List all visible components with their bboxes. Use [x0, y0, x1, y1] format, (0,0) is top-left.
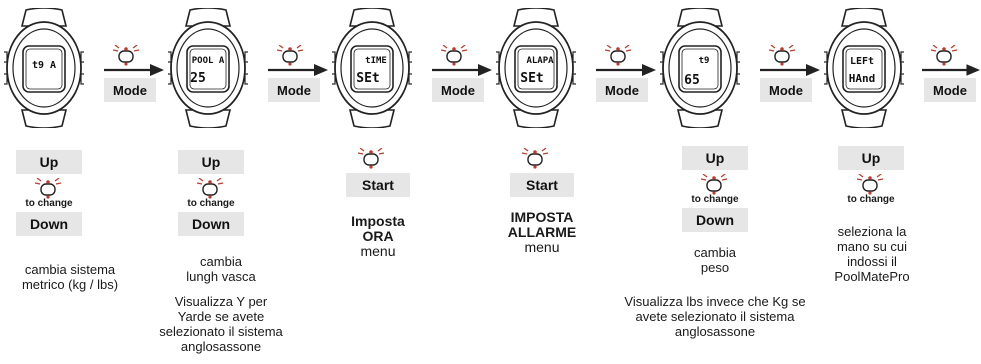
caption-line: peso: [700, 260, 730, 275]
watch-5: t9 65: [660, 8, 740, 128]
watch-3: tIME SEt: [332, 8, 412, 128]
watch-2: POOL A 25: [168, 8, 248, 128]
to-change-label: to change: [187, 198, 235, 209]
watch-1-screen-line1: t9 A: [32, 60, 56, 71]
caption-line: selezionato il sistema: [159, 324, 283, 339]
mode-button[interactable]: Mode: [760, 78, 812, 102]
arrow-icon: [596, 63, 656, 77]
arrow-icon: [760, 63, 820, 77]
watch-5-screen-line2: 65: [684, 73, 700, 88]
mode-button[interactable]: Mode: [104, 78, 156, 102]
caption-line: ALLARME: [507, 224, 577, 240]
to-change-label: to change: [25, 198, 73, 209]
watch-4-screen-line1: ALAPA: [526, 56, 554, 66]
down-button[interactable]: Down: [682, 208, 748, 232]
start-button[interactable]: Start: [510, 173, 574, 197]
caption-line: Imposta: [351, 213, 405, 229]
caption-line: Visualizza lbs invece che Kg se: [624, 294, 806, 309]
caption-line: seleziona la: [837, 224, 907, 239]
press-button-icon: [197, 178, 223, 200]
caption-line: lungh vasca: [186, 269, 256, 284]
caption-weight: cambia peso: [660, 245, 770, 275]
caption-line: IMPOSTA: [510, 209, 574, 225]
caption-metric: cambia sistema metrico (kg / lbs): [0, 262, 140, 292]
to-change-label: to change: [691, 194, 739, 205]
caption-line: avete selezionato il sistema: [635, 309, 795, 324]
arrow-icon: [432, 63, 492, 77]
caption-line: anglosassone: [674, 324, 756, 339]
caption-line: Visualizza Y per: [174, 294, 268, 309]
up-button[interactable]: Up: [682, 146, 748, 170]
watch-6-screen-line2: HAnd: [849, 72, 876, 85]
start-button[interactable]: Start: [346, 173, 410, 197]
caption-hand: seleziona la mano su cui indossi il Pool…: [812, 224, 932, 284]
arrow-icon: [104, 63, 164, 77]
up-button[interactable]: Up: [838, 146, 904, 170]
caption-alarm: IMPOSTA ALLARME menu: [478, 210, 606, 255]
caption-pool-length: cambia lungh vasca: [146, 254, 296, 284]
press-button-icon: [35, 178, 61, 200]
watch-1: t9 A: [4, 8, 84, 128]
caption-line: cambia sistema: [24, 262, 116, 277]
down-button[interactable]: Down: [16, 212, 82, 236]
watch-2-screen-line2: 25: [190, 71, 206, 86]
caption-line: anglosassone: [180, 339, 262, 354]
caption-lbs-note: Visualizza lbs invece che Kg se avete se…: [592, 294, 838, 339]
caption-line: indossi il: [847, 254, 897, 269]
to-change-label: to change: [847, 194, 895, 205]
up-button[interactable]: Up: [16, 150, 82, 174]
press-button-icon: [857, 174, 883, 196]
watch-4-screen-line2: SEt: [520, 71, 543, 86]
mode-button[interactable]: Mode: [596, 78, 648, 102]
arrow-icon: [922, 63, 980, 77]
caption-line: cambia: [200, 254, 242, 269]
watch-6-screen-line1: LEFt: [850, 56, 874, 67]
watch-6: LEFt HAnd: [824, 8, 904, 128]
caption-line: PoolMatePro: [834, 269, 910, 284]
arrow-icon: [268, 63, 328, 77]
caption-line: Yarde se avete: [177, 309, 265, 324]
caption-line: menu: [360, 243, 396, 259]
up-button[interactable]: Up: [178, 150, 244, 174]
mode-button[interactable]: Mode: [432, 78, 484, 102]
mode-button[interactable]: Mode: [268, 78, 320, 102]
caption-line: cambia: [694, 245, 736, 260]
watch-5-screen-line1: t9: [699, 56, 710, 66]
press-button-icon: [522, 148, 548, 170]
press-button-icon: [358, 148, 384, 170]
caption-line: metrico (kg / lbs): [21, 277, 119, 292]
caption-yards-note: Visualizza Y per Yarde se avete selezion…: [140, 294, 302, 354]
watch-3-screen-line1: tIME: [365, 56, 387, 66]
caption-line: mano su cui: [836, 239, 908, 254]
caption-time: Imposta ORA menu: [318, 214, 438, 259]
press-button-icon: [701, 174, 727, 196]
caption-line: ORA: [362, 228, 394, 244]
watch-3-screen-line2: SEt: [356, 71, 379, 86]
mode-button[interactable]: Mode: [924, 78, 976, 102]
down-button[interactable]: Down: [178, 212, 244, 236]
watch-4: ALAPA SEt: [496, 8, 576, 128]
caption-line: menu: [524, 239, 560, 255]
watch-2-screen-line1: POOL A: [192, 56, 225, 66]
